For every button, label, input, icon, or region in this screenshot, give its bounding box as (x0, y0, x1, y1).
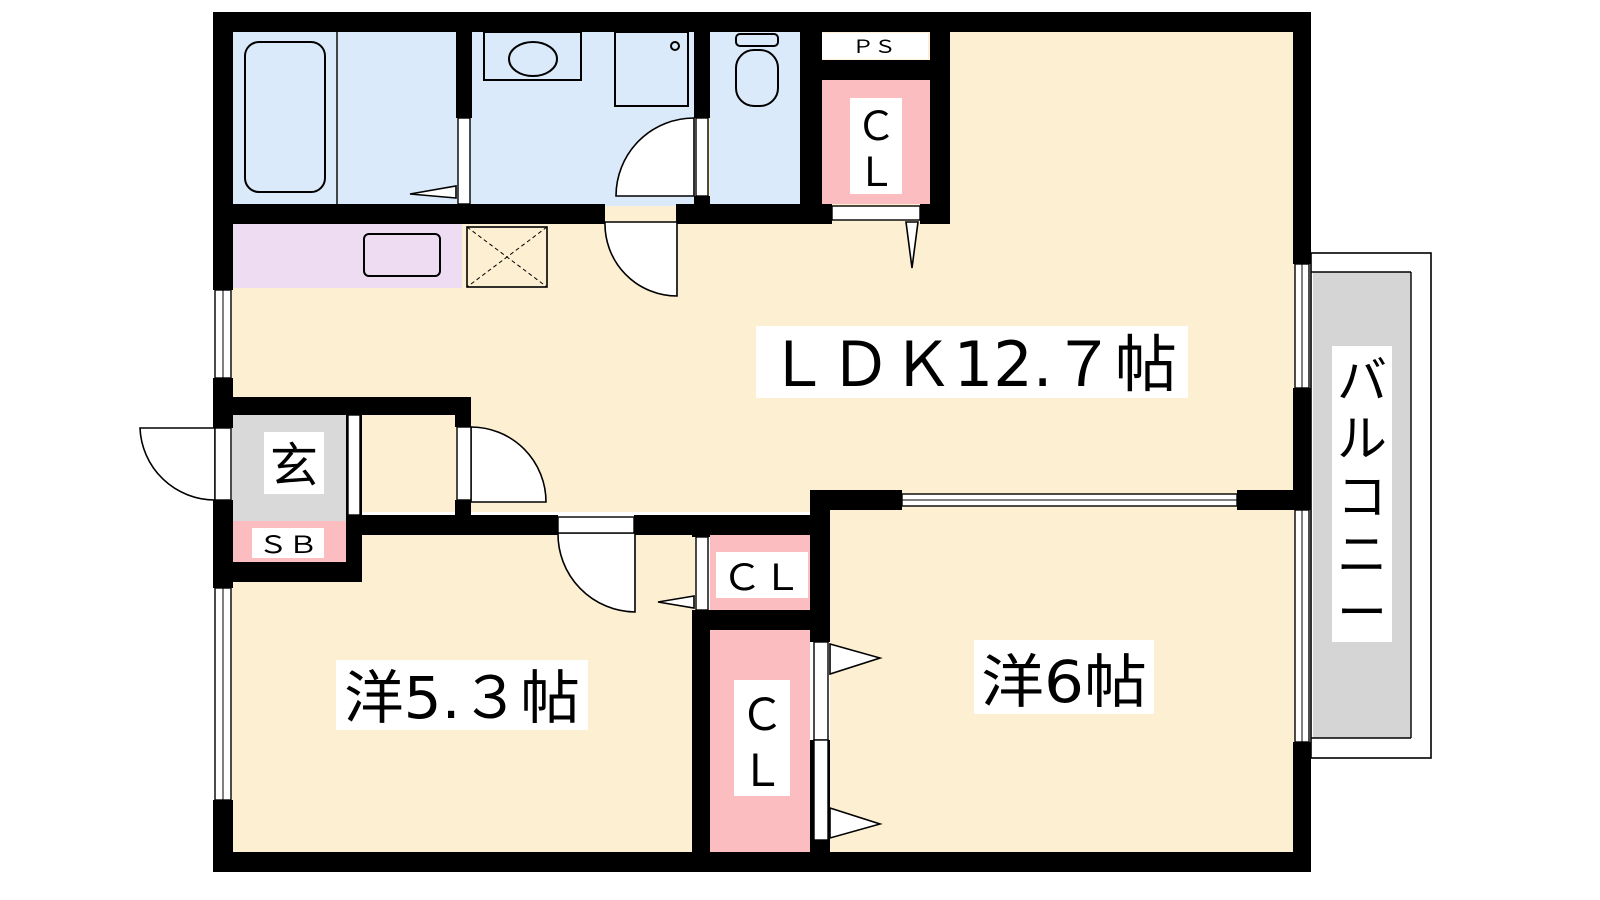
wall-bed-top-l (346, 515, 558, 535)
wall-closet-mid-bottom (692, 610, 830, 630)
bath-sliding-door (457, 117, 471, 205)
closet-top-label-l: Ｌ (856, 150, 896, 196)
walls (213, 12, 1311, 872)
wall-bed6-top-l (810, 490, 902, 510)
kitchen-sink (466, 226, 548, 288)
wall-bed-top-r (634, 515, 828, 535)
wall-bath-wash-top (456, 12, 472, 118)
wall-right-mid (1293, 388, 1311, 508)
closet-mid-label-bg (716, 552, 808, 598)
washer-drain (670, 41, 680, 51)
toilet-door-leaf (695, 117, 709, 197)
front-door-frame (214, 427, 232, 501)
closet-mid-door-arrow (657, 595, 695, 609)
ldk-label-bg (756, 326, 1188, 398)
shoe-box-label-bg (252, 528, 324, 558)
closet-mid-door (695, 536, 709, 611)
wall-bed-divider-top (692, 515, 710, 537)
bathroom-floor (232, 30, 458, 206)
closet-top-label-c: Ｃ (856, 104, 896, 150)
ldk-label: ＬＤＫ12.７帖 (767, 328, 1177, 401)
kitchen-sink-x2 (466, 226, 548, 288)
hall-door (604, 221, 678, 297)
genkan-inner-door (347, 414, 361, 516)
closet-bottom-label-c: Ｃ (740, 690, 784, 741)
wall-closet-bottom-r (920, 204, 950, 224)
ldk-door (470, 426, 547, 503)
western-b-label-bg (974, 640, 1154, 714)
wall-bottom (213, 852, 1311, 872)
closet-door-arrow-lower (829, 806, 883, 840)
wall-closet-right (930, 12, 950, 224)
wall-top (213, 12, 1311, 32)
balcony-label-1: バ (1337, 352, 1387, 410)
wall-toilet-closet (800, 12, 822, 224)
shoe-box-label: ＳＢ (258, 531, 318, 559)
closet-top-door-arrow (905, 221, 919, 269)
balcony-label-5: ー (1337, 584, 1387, 642)
stove (363, 233, 441, 277)
balcony-label-bg (1332, 346, 1392, 642)
bathtub (244, 41, 326, 193)
labels: ＬＤＫ12.７帖 洋5.３帖 洋6帖 玄 ＳＢ ＰＳ Ｃ Ｌ ＣＬ Ｃ Ｌ バ … (252, 33, 1392, 797)
front-door (139, 427, 216, 501)
balcony-label-3: コ (1337, 468, 1387, 526)
pipe-space-label-bg (822, 33, 928, 59)
balcony-label-4: ニ (1337, 526, 1387, 584)
closet-bottom-door-lower (813, 739, 829, 841)
closet-bottom-label-bg (734, 680, 790, 796)
wall-wet-bottom (213, 204, 605, 224)
closet-top-door (831, 205, 921, 221)
wall-hall-right (455, 397, 471, 427)
wall-wash-toilet-low (694, 196, 710, 224)
bath-door-arrow (409, 185, 457, 199)
balcony-label-2: ル (1337, 410, 1387, 468)
western-a-label: 洋5.３帖 (344, 664, 580, 732)
wall-sb-bottom (213, 562, 362, 582)
washroom-door (615, 117, 695, 197)
closet-bottom-door-upper (813, 641, 829, 741)
toilet-tank (735, 33, 779, 47)
wall-bed-divider (692, 610, 710, 872)
wall-right-low (1293, 742, 1311, 872)
entrance-label-bg (264, 432, 324, 494)
toilet-bowl (735, 49, 779, 107)
wall-right-upper (1293, 12, 1311, 264)
wall-hall-top (213, 397, 471, 415)
entrance-label: 玄 (270, 438, 318, 494)
closet-bottom-label-l: Ｌ (740, 746, 784, 797)
wall-wash-toilet (694, 12, 710, 118)
doors (139, 117, 921, 841)
closet-top-label-bg (850, 98, 902, 194)
windows (214, 263, 1310, 801)
ldk-door-frame (456, 426, 472, 501)
western-b-label: 洋6帖 (981, 648, 1147, 716)
bedroom-a-door (557, 532, 636, 613)
wall-closet-right-side (810, 490, 830, 642)
closet-mid-label: ＣＬ (722, 558, 802, 599)
closet-door-arrow-upper (829, 642, 883, 676)
bedroom-a-door-frame (557, 516, 635, 534)
wall-ps-bottom (800, 60, 950, 80)
wall-bed6-top-r (1237, 490, 1311, 510)
wall-wet-bottom-2 (676, 204, 832, 224)
western-a-label-bg (336, 660, 588, 730)
pipe-space-label: ＰＳ (852, 37, 896, 58)
toilet-floor (710, 30, 805, 206)
wall-left-upper (213, 12, 233, 290)
sink-basin (508, 41, 558, 77)
